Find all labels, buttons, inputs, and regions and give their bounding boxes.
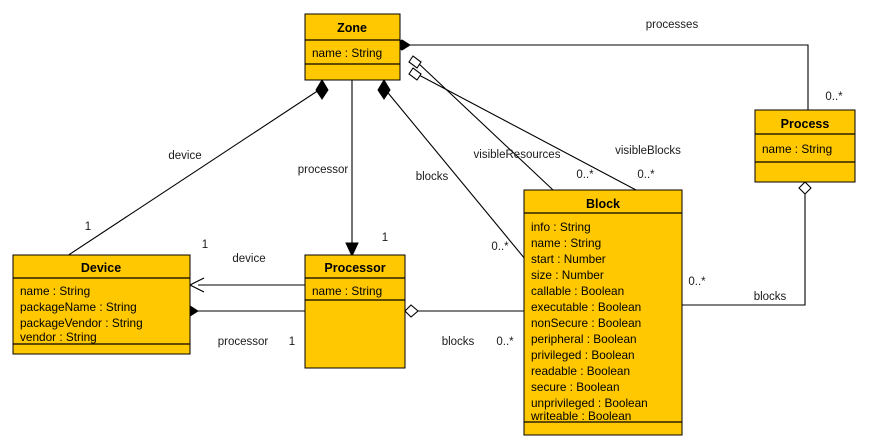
aggregation-diamond-icon: [408, 55, 422, 69]
edge-label-blocks-zone: blocks: [416, 171, 449, 183]
class-attribute: packageName : String: [20, 300, 137, 314]
multiplicity-processor-bottom: 1: [289, 336, 295, 348]
multiplicity-device-left: 1: [85, 221, 91, 233]
class-attribute: name : String: [531, 236, 601, 250]
class-attribute: vendor : String: [20, 330, 97, 344]
aggregation-diamond-icon: [798, 181, 812, 195]
multiplicity-processor-blocks: 0..*: [496, 336, 514, 348]
edge-label-visible-blocks: visibleBlocks: [615, 145, 681, 157]
class-attribute: start : Number: [531, 252, 606, 266]
edge-label-processes: processes: [646, 19, 699, 31]
multiplicity-process-blocks: 0..*: [688, 276, 706, 288]
class-attribute: size : Number: [531, 268, 604, 282]
association-zone-blocks-block[interactable]: blocks 0..*: [377, 79, 531, 266]
class-name-process: Process: [781, 117, 830, 131]
edge-line: [383, 87, 531, 266]
class-attribute: writeable : Boolean: [530, 409, 631, 423]
class-attribute: info : String: [531, 220, 591, 234]
association-zone-visibleblocks-block[interactable]: visibleBlocks 0..*: [408, 67, 681, 191]
class-attribute: privileged : Boolean: [531, 348, 635, 362]
class-name-zone: Zone: [337, 21, 367, 35]
edge-label-device-upper: device: [168, 150, 201, 162]
class-attribute: peripheral : Boolean: [531, 332, 637, 346]
class-attribute: name : String: [312, 46, 382, 60]
multiplicity-visible-blocks: 0..*: [637, 169, 655, 181]
multiplicity-visible-resources: 0..*: [576, 169, 594, 181]
aggregation-diamond-icon: [404, 304, 419, 318]
class-attribute: nonSecure : Boolean: [531, 316, 641, 330]
class-attribute: readable : Boolean: [531, 364, 630, 378]
class-box-device[interactable]: Device name : String packageName : Strin…: [12, 254, 191, 355]
multiplicity-process-top: 0..*: [825, 91, 843, 103]
composition-diamond-icon: [377, 79, 391, 100]
association-processor-device[interactable]: device 1: [188, 239, 305, 293]
class-attribute: executable : Boolean: [531, 300, 641, 314]
class-attribute: unprivileged : Boolean: [531, 396, 648, 410]
association-zone-visibleresources-block[interactable]: visibleResources 0..*: [408, 55, 594, 191]
edge-label-device-lower: device: [232, 253, 265, 265]
edge-line: [63, 87, 323, 259]
association-zone-processes-process[interactable]: processes 0..*: [393, 19, 843, 110]
multiplicity-block-blocks: 0..*: [491, 241, 509, 253]
class-box-process[interactable]: Process name : String: [754, 109, 856, 183]
class-attribute: name : String: [762, 142, 832, 156]
edge-line: [410, 44, 809, 110]
edge-label-processor-upper: processor: [298, 164, 349, 176]
association-process-blocks-block[interactable]: blocks 0..*: [682, 181, 812, 306]
class-name-block: Block: [586, 197, 620, 211]
class-name-device: Device: [81, 261, 121, 275]
arrowhead-icon: [345, 242, 359, 258]
class-attribute: packageVendor : String: [20, 316, 143, 330]
class-frame: [304, 254, 406, 369]
class-box-processor[interactable]: Processor name : String: [304, 254, 406, 369]
class-frame: [304, 13, 401, 81]
composition-diamond-icon: [315, 79, 329, 100]
multiplicity-processor-top: 1: [382, 232, 388, 244]
class-name-processor: Processor: [324, 261, 385, 275]
class-frame: [12, 254, 191, 355]
edge-label-blocks-process: blocks: [754, 291, 787, 303]
edge-label-blocks-processor: blocks: [442, 336, 475, 348]
class-attribute: callable : Boolean: [531, 284, 624, 298]
class-box-zone[interactable]: Zone name : String: [304, 13, 401, 81]
class-attribute: name : String: [312, 284, 382, 298]
class-attribute: secure : Boolean: [531, 380, 620, 394]
class-box-block[interactable]: Block info : String name : String start …: [523, 189, 683, 436]
class-frame: [754, 109, 856, 183]
edge-line: [416, 73, 637, 191]
edge-label-processor-lower: processor: [218, 336, 269, 348]
edge-line: [682, 194, 806, 306]
multiplicity-device-right: 1: [202, 239, 208, 251]
aggregation-diamond-icon: [408, 67, 422, 81]
class-attribute: name : String: [20, 284, 90, 298]
class-frame: [523, 189, 683, 436]
association-zone-device[interactable]: device 1: [63, 79, 329, 259]
association-device-processor[interactable]: processor 1: [181, 305, 305, 348]
association-zone-processor[interactable]: processor 1: [298, 80, 388, 258]
edge-label-visible-resources: visibleResources: [474, 149, 561, 161]
association-processor-blocks-block[interactable]: blocks 0..*: [404, 304, 524, 348]
